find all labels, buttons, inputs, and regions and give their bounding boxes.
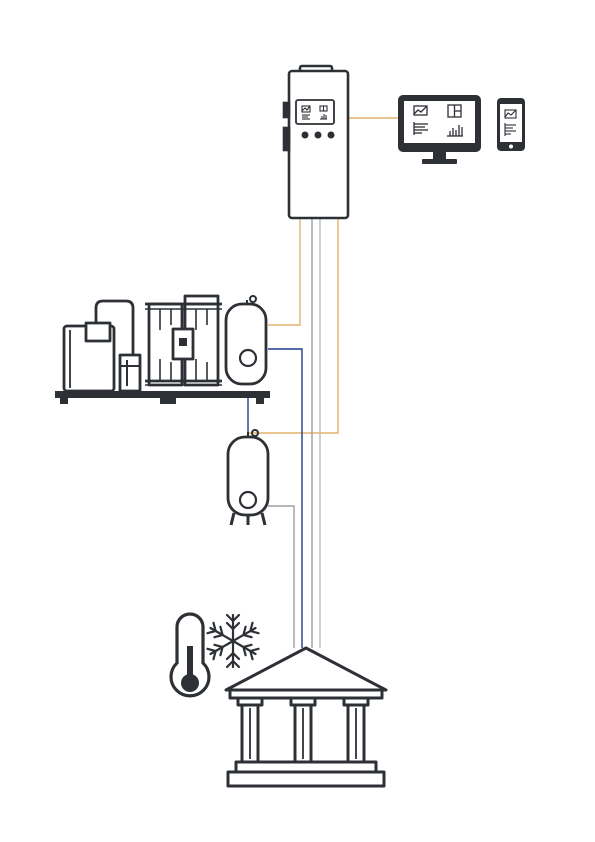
thermometer-column — [187, 646, 193, 676]
compressor-panel — [84, 321, 112, 343]
monitor-neck — [433, 152, 446, 159]
phone-home-button — [509, 144, 513, 149]
tank-leg-right — [260, 512, 267, 526]
display-chart-icon — [301, 105, 328, 120]
pipe-grey-receiver-building — [268, 505, 295, 648]
building-pediment — [224, 646, 388, 692]
snowflake-icon — [206, 613, 260, 669]
signal-line-controller-receiver — [248, 218, 339, 434]
cabinet-side-handle-upper — [282, 101, 291, 119]
control-cabinet-icon — [282, 64, 350, 220]
tank-leg-left — [229, 512, 236, 526]
monitor-screen — [404, 101, 475, 143]
desktop-monitor-icon — [398, 95, 481, 164]
cabinet-button-2 — [314, 131, 322, 139]
pipe-blue-generator-building — [268, 348, 303, 648]
cabinet-button-3 — [327, 131, 335, 139]
skid-base — [55, 391, 270, 398]
skid-foot-left — [60, 398, 68, 404]
cabinet-button-1 — [301, 131, 309, 139]
cabinet-display — [295, 99, 335, 125]
cabinet-side-handle-lower — [282, 126, 291, 152]
connection-lines — [247, 117, 398, 648]
thermometer-bulb — [181, 674, 199, 692]
nitrogen-generator-skid-icon — [55, 294, 270, 404]
snowflake-arm — [225, 613, 241, 643]
generator-buffer-tank — [224, 302, 268, 386]
thermometer-icon — [169, 612, 211, 698]
tank-body — [226, 435, 270, 517]
tower-top-manifold — [183, 294, 220, 304]
skid-foot-mid — [160, 398, 176, 404]
cabinet-body — [287, 69, 350, 220]
monitor-base — [422, 159, 457, 164]
storage-tank-icon — [226, 429, 270, 526]
classical-building-icon — [224, 646, 388, 788]
signal-line-controller-generator — [268, 218, 301, 326]
monitor-dashboard-icons — [413, 104, 463, 137]
tank-gauge — [238, 490, 258, 510]
building-columns — [236, 696, 370, 764]
compressor-pipe-loop — [94, 299, 135, 391]
phone-chart-icons — [504, 109, 517, 136]
building-step-lower — [226, 770, 386, 788]
inline-filter — [118, 353, 142, 393]
smartphone-icon — [497, 98, 525, 151]
skid-foot-right — [256, 398, 264, 404]
